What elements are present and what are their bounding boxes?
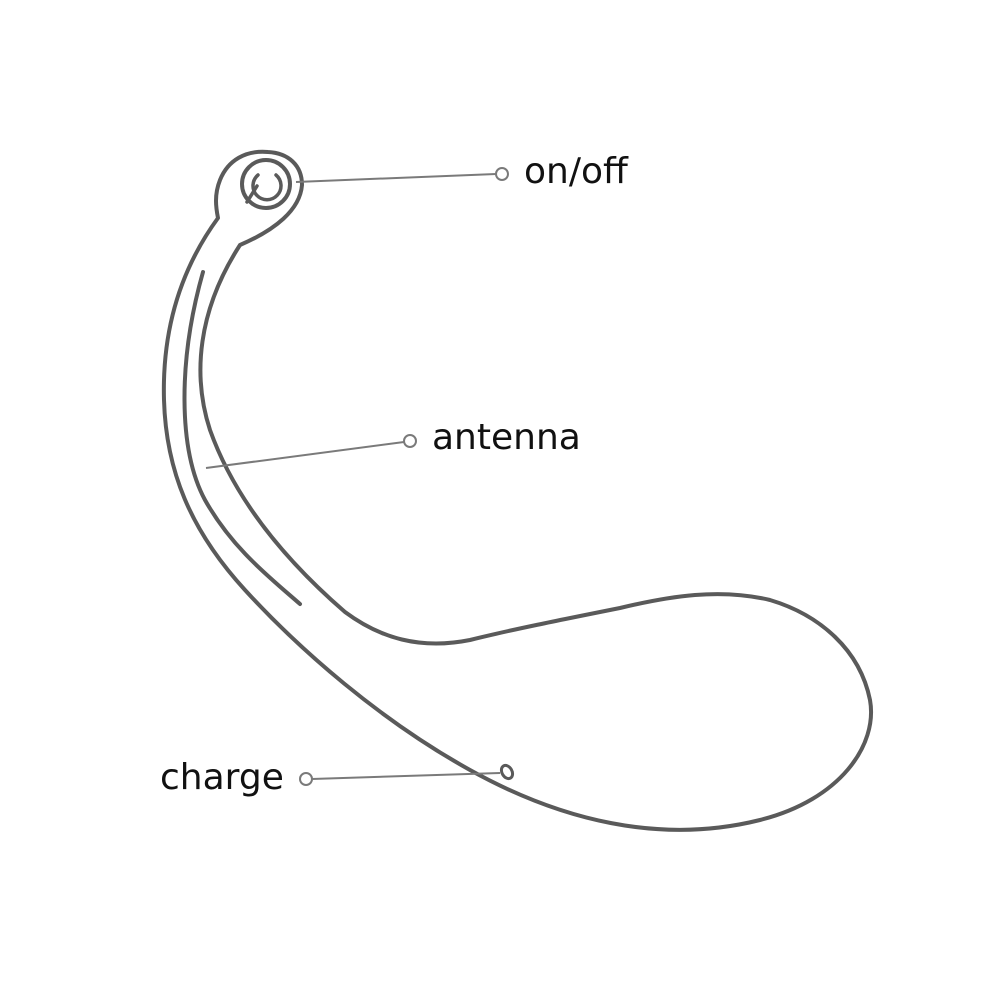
leader-line-charge (311, 772, 501, 780)
power-button-ring (240, 158, 292, 210)
charge-port (499, 763, 515, 781)
device-outline (161, 149, 874, 832)
leader-line-antenna (205, 441, 405, 469)
power-icon (245, 173, 283, 204)
antenna-line (182, 270, 302, 606)
label-on-off: on/off (524, 151, 628, 192)
label-charge: charge (160, 757, 284, 798)
leader-dot-on-off (495, 167, 509, 181)
leader-line-on-off (295, 173, 497, 183)
leader-dot-charge (299, 772, 313, 786)
leader-dot-antenna (403, 434, 417, 448)
label-antenna: antenna (432, 417, 581, 458)
